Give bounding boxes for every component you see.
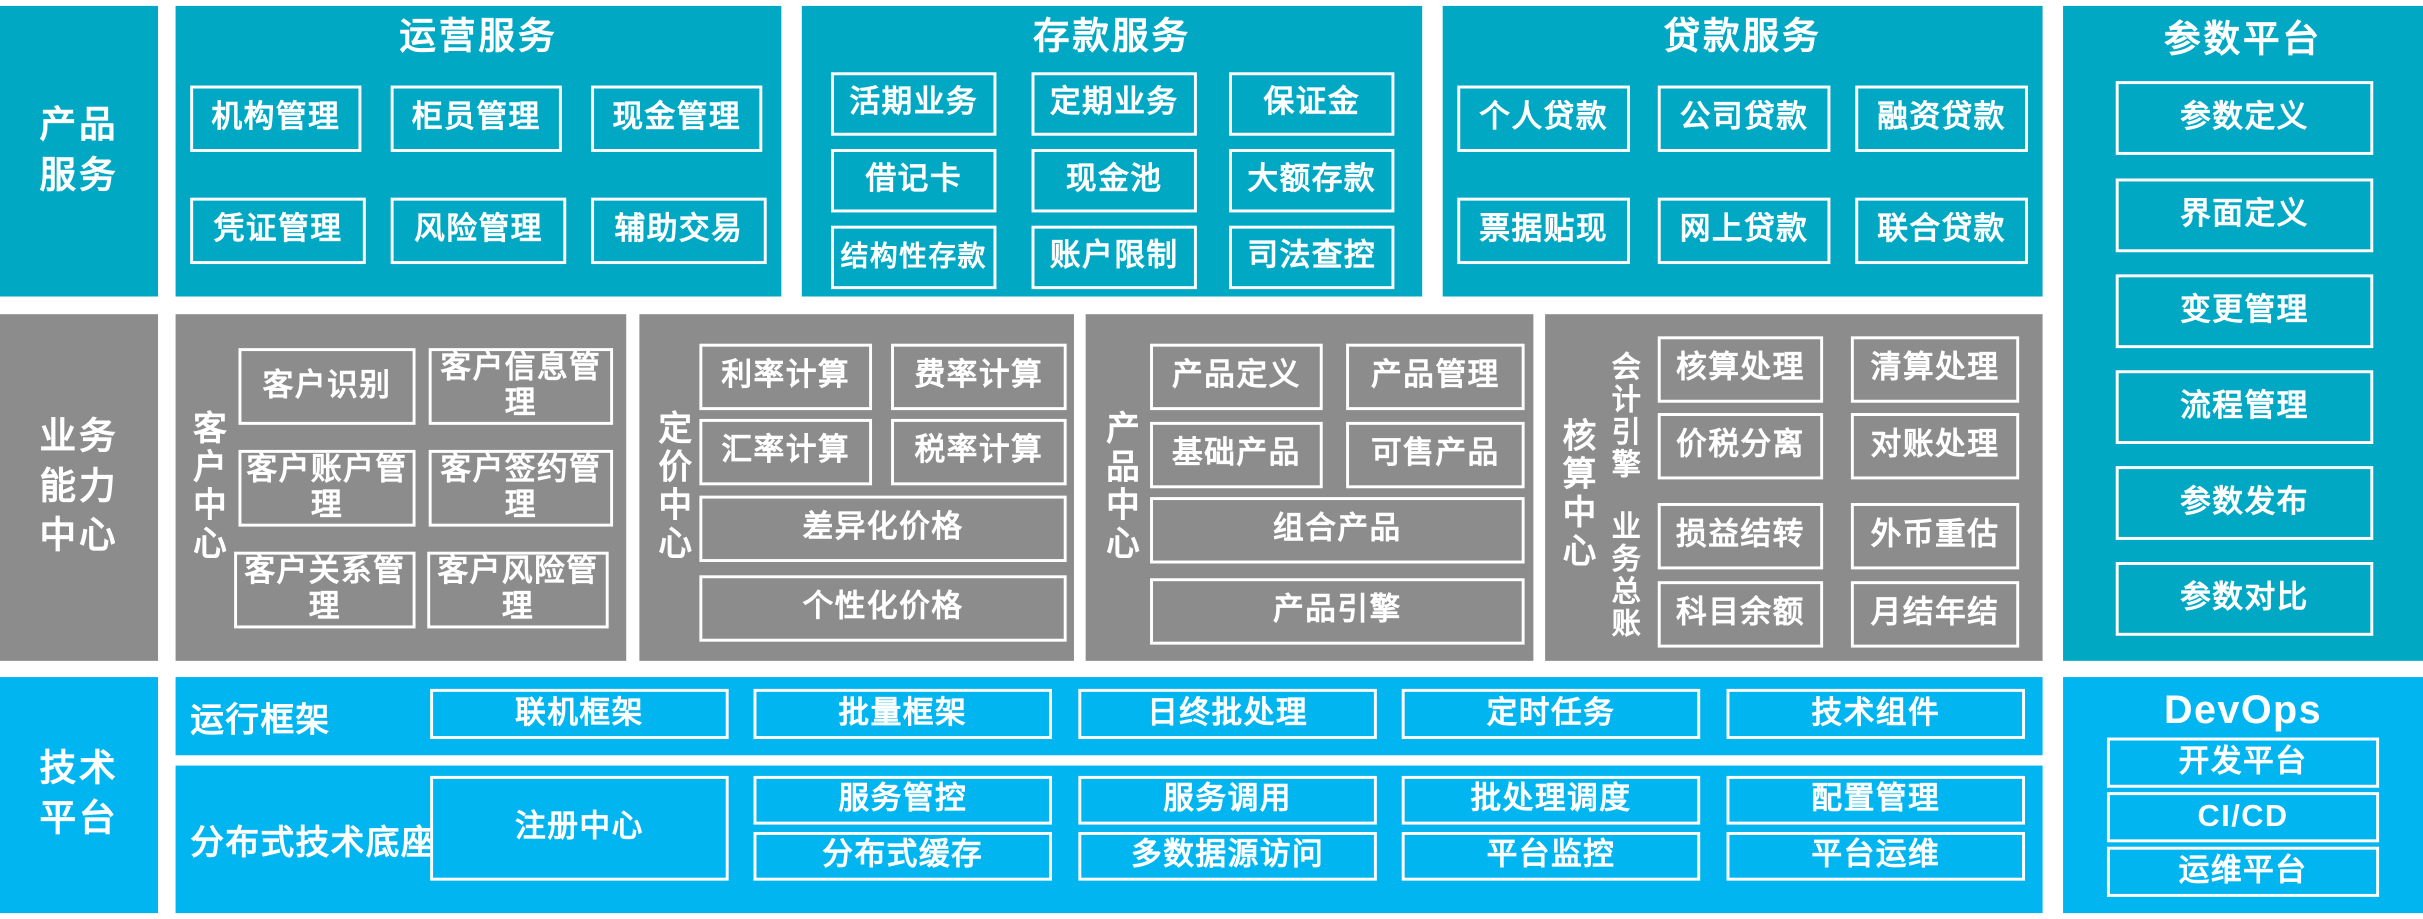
row-runtime-framework-label: 运行框架 — [190, 699, 331, 739]
box-duoshujuyuan-fangwen[interactable]: 多数据源访问 — [1078, 831, 1377, 881]
box-xianjin-guanli[interactable]: 现金管理 — [591, 85, 763, 152]
box-fuwu-diaoyong[interactable]: 服务调用 — [1078, 775, 1377, 825]
box-pichuli-diaodu[interactable]: 批处理调度 — [1401, 775, 1701, 825]
box-waibi-chonggu[interactable]: 外币重估 — [1850, 503, 2020, 570]
box-zuhe-chanpin[interactable]: 组合产品 — [1150, 497, 1525, 564]
box-geren-daikuan[interactable]: 个人贷款 — [1457, 85, 1630, 152]
box-huoqi-yewu[interactable]: 活期业务 — [831, 72, 997, 136]
box-pingzheng-guanli[interactable]: 凭证管理 — [190, 197, 366, 265]
parameter-platform-title: 参数平台 — [2163, 19, 2323, 61]
box-xianjinchi[interactable]: 现金池 — [1031, 148, 1197, 213]
center-accounting-label: 核算中心 — [1557, 417, 1596, 571]
box-chayihua-jiage[interactable]: 差异化价格 — [699, 495, 1067, 563]
rail-business-capability: 业务 能力 中心 — [0, 314, 159, 661]
box-jichu-chanpin[interactable]: 基础产品 — [1150, 421, 1323, 489]
row-distributed-base-label: 分布式技术底座 — [190, 823, 437, 862]
box-daecunkuan[interactable]: 大额存款 — [1229, 148, 1395, 213]
group-operations-service-title: 运营服务 — [399, 16, 558, 58]
box-huilv-jisuan[interactable]: 汇率计算 — [699, 418, 873, 486]
box-zhanghu-xianzhi[interactable]: 账户限制 — [1031, 225, 1197, 290]
box-dingshi-renwu[interactable]: 定时任务 — [1401, 688, 1701, 740]
box-yuejie-nianjie[interactable]: 月结年结 — [1850, 581, 2020, 648]
box-kehu-shibie[interactable]: 客户识别 — [238, 348, 416, 425]
box-jishu-zujian[interactable]: 技术组件 — [1726, 688, 2026, 740]
box-canshu-duibi[interactable]: 参数对比 — [2115, 562, 2374, 636]
box-canshu-fabu[interactable]: 参数发布 — [2115, 466, 2374, 540]
box-peizhi-guanli[interactable]: 配置管理 — [1726, 775, 2026, 825]
box-kehu-zhanghu-guanli[interactable]: 客户账户管理 — [238, 449, 416, 527]
box-kehu-xinxi-guanli[interactable]: 客户信息管理 — [428, 348, 614, 425]
box-kemu-yue[interactable]: 科目余额 — [1657, 581, 1824, 648]
box-lianhe-daikuan[interactable]: 联合贷款 — [1855, 197, 2028, 265]
center-accounting-sublabel-ledger: 业务总账 — [1606, 510, 1639, 641]
box-jiegouxing-cunkuan[interactable]: 结构性存款 — [831, 225, 997, 290]
box-gongsi-daikuan[interactable]: 公司贷款 — [1657, 85, 1831, 152]
box-chanpin-guanli[interactable]: 产品管理 — [1346, 343, 1525, 411]
box-piaoju-tiexian[interactable]: 票据贴现 — [1457, 197, 1630, 265]
rail-technology-platform: 技术 平台 — [0, 677, 159, 914]
center-pricing-label: 定价中心 — [653, 410, 692, 564]
box-lianji-kuangjia[interactable]: 联机框架 — [430, 688, 729, 740]
box-dingqi-yewu[interactable]: 定期业务 — [1031, 72, 1197, 136]
box-kaifa-pingtai[interactable]: 开发平台 — [2106, 737, 2380, 788]
box-jiemian-dingyi[interactable]: 界面定义 — [2115, 178, 2374, 253]
rail-product-service-label: 产品 服务 — [39, 104, 119, 196]
box-zhuce-zhongxin[interactable]: 注册中心 — [430, 775, 729, 881]
box-biangeng-guanli[interactable]: 变更管理 — [2115, 274, 2374, 349]
box-jijika[interactable]: 借记卡 — [831, 148, 997, 213]
box-canshu-dingyi[interactable]: 参数定义 — [2115, 81, 2374, 155]
box-rizhong-pichuli[interactable]: 日终批处理 — [1078, 688, 1377, 740]
box-pingtai-yunwei[interactable]: 平台运维 — [1726, 831, 2026, 881]
rail-technology-platform-label: 技术 平台 — [39, 748, 119, 840]
center-product-label: 产品中心 — [1101, 410, 1140, 564]
center-accounting-sublabel-engine: 会计引擎 — [1606, 351, 1639, 481]
box-lilv-jisuan[interactable]: 利率计算 — [699, 343, 873, 411]
box-kehu-qianyue-guanli[interactable]: 客户签约管理 — [428, 449, 614, 527]
box-qingsuan-chuli[interactable]: 清算处理 — [1850, 336, 2020, 403]
box-chanpin-dingyi[interactable]: 产品定义 — [1150, 343, 1323, 411]
box-shuilv-jisuan[interactable]: 税率计算 — [891, 418, 1067, 486]
rail-business-capability-label: 业务 能力 中心 — [39, 415, 119, 557]
group-deposit-service-title: 存款服务 — [1032, 16, 1192, 58]
box-fuwu-guankong[interactable]: 服务管控 — [753, 775, 1053, 825]
devops-title: DevOps — [2163, 687, 2323, 732]
box-kehu-guanxi-guanli[interactable]: 客户关系管理 — [234, 551, 416, 629]
center-customer-label: 客户中心 — [188, 410, 227, 564]
box-fuzhu-jiaoyi[interactable]: 辅助交易 — [591, 197, 767, 265]
rail-product-service: 产品 服务 — [0, 5, 159, 297]
box-fenbushi-huancun[interactable]: 分布式缓存 — [753, 831, 1053, 881]
box-wangshang-daikuan[interactable]: 网上贷款 — [1657, 197, 1831, 265]
box-sunyi-jiezhuan[interactable]: 损益结转 — [1657, 503, 1824, 570]
box-keshou-chanpin[interactable]: 可售产品 — [1346, 421, 1525, 489]
box-duizhang-chuli[interactable]: 对账处理 — [1850, 413, 2020, 480]
group-loan-service-title: 贷款服务 — [1663, 16, 1822, 58]
box-chanpin-yinqing[interactable]: 产品引擎 — [1150, 578, 1525, 645]
box-yunwei-pingtai[interactable]: 运维平台 — [2106, 846, 2380, 897]
box-rongzi-daikuan[interactable]: 融资贷款 — [1855, 85, 2028, 152]
box-kehu-fengxian-guanli[interactable]: 客户风险管理 — [427, 551, 609, 629]
box-jiashui-fenli[interactable]: 价税分离 — [1657, 413, 1824, 480]
box-liucheng-guanli[interactable]: 流程管理 — [2115, 370, 2374, 445]
box-piliang-kuangjia[interactable]: 批量框架 — [753, 688, 1053, 740]
box-ci-cd[interactable]: CI/CD — [2106, 792, 2380, 843]
box-fengxian-guanli[interactable]: 风险管理 — [390, 197, 567, 265]
box-guiyuan-guanli[interactable]: 柜员管理 — [390, 85, 562, 152]
box-gexinghua-jiage[interactable]: 个性化价格 — [699, 575, 1067, 642]
box-hesuan-chuli[interactable]: 核算处理 — [1657, 336, 1824, 403]
box-feilv-jisuan[interactable]: 费率计算 — [891, 343, 1067, 411]
box-baozhengjin[interactable]: 保证金 — [1229, 72, 1395, 136]
box-jigou-guanli[interactable]: 机构管理 — [190, 85, 362, 152]
box-pingtai-jiankong[interactable]: 平台监控 — [1401, 831, 1701, 881]
box-sifa-chakong[interactable]: 司法查控 — [1229, 225, 1395, 290]
